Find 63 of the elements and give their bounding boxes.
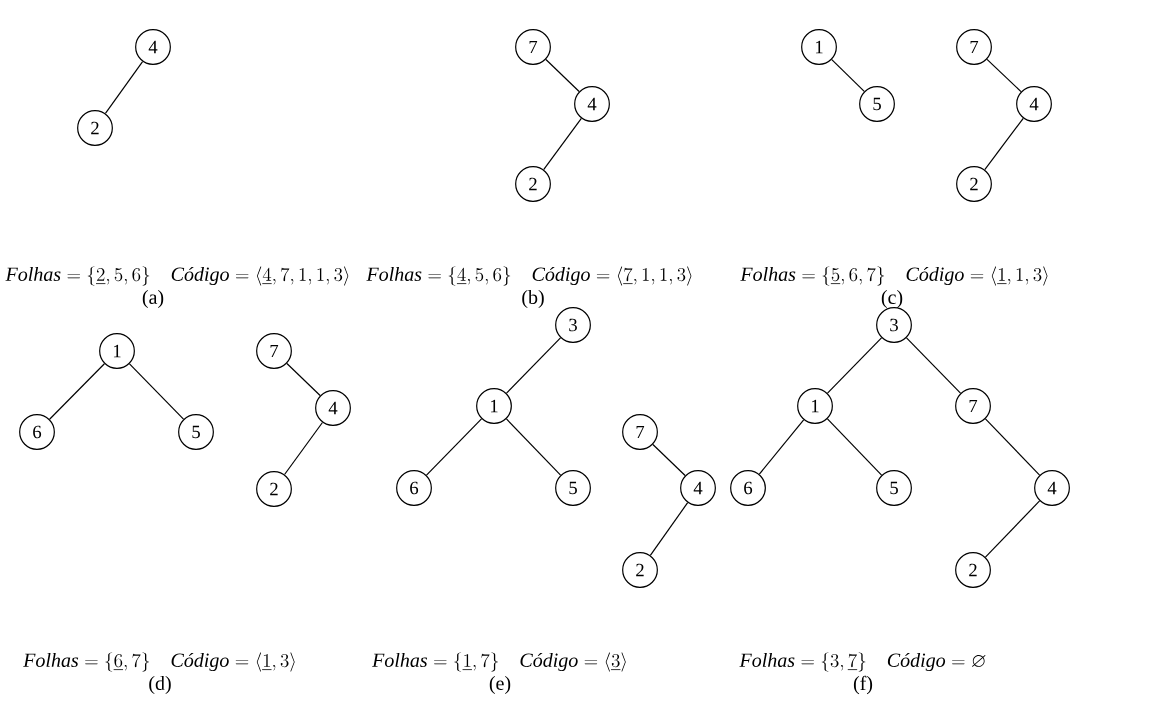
tree-node: 1	[797, 388, 833, 424]
tree-node: 1	[476, 388, 512, 424]
tree-node: 4	[315, 390, 351, 426]
tree-edge	[505, 418, 562, 476]
tree-node: 4	[135, 29, 171, 65]
tree-edge	[49, 363, 105, 420]
tree-node: 6	[19, 414, 55, 450]
tree-node: 5	[859, 86, 895, 122]
tree-edge	[984, 418, 1041, 476]
tree-node: 1	[99, 333, 135, 369]
tree-edge	[543, 117, 582, 171]
tree-node: 7	[622, 414, 658, 450]
tree-node: 5	[178, 414, 214, 450]
caption-formula: $\textit{Folhas} = \{3,\underline{7}\}\quad \textit{Código} = \varnothing$	[739, 652, 986, 672]
panel-label: (f)	[853, 675, 873, 695]
panel-label: (a)	[142, 289, 164, 309]
tree-node: 2	[77, 110, 113, 146]
tree-edge	[826, 337, 883, 394]
caption-formula: $\textit{Folhas} = \{\underline{6},7\}\quad \textit{Código} = \langle \underline{1},3\rangle$	[23, 652, 295, 672]
tree-node: 3	[555, 307, 591, 343]
panel-label: (e)	[489, 675, 511, 695]
tree-node: 7	[515, 29, 551, 65]
caption-formula: $\textit{Folhas} = \{\underline{5},6,7\}\quad \textit{Código} = \langle \underline{1},1,3\rangle$	[740, 266, 1048, 286]
tree-edge	[545, 58, 580, 93]
tree-node: 2	[622, 552, 658, 588]
tree-edge	[758, 419, 805, 475]
tree-edge	[984, 500, 1041, 558]
caption-formula: $\textit{Folhas} = \{\underline{2},5,6\}\quad \textit{Código} = \langle \underline{4},7,1,1,3\rangle$	[5, 266, 349, 286]
tree-node: 5	[876, 470, 912, 506]
tree-node: 2	[515, 166, 551, 202]
tree-edge	[286, 362, 321, 397]
tree-edge	[831, 58, 865, 93]
tree-edge	[283, 421, 324, 476]
tree-edge	[652, 443, 686, 477]
tree-node: 7	[256, 333, 292, 369]
panel-label: (d)	[149, 675, 171, 695]
tree-edge	[505, 337, 562, 394]
tree-node: 2	[256, 471, 292, 507]
tree-node: 7	[956, 29, 992, 65]
tree-edge	[128, 363, 185, 420]
caption-formula: $\textit{Folhas} = \{\underline{4},5,6\}\quad \textit{Código} = \langle \underline{7},1,1,3\rangle$	[366, 266, 692, 286]
tree-node: 2	[955, 552, 991, 588]
panel-label: (b)	[522, 289, 544, 309]
tree-node: 4	[574, 86, 610, 122]
tree-node: 6	[730, 470, 766, 506]
tree-edge	[649, 502, 689, 556]
tree-node: 4	[680, 470, 716, 506]
tree-node: 5	[555, 470, 591, 506]
tree-node: 6	[396, 470, 432, 506]
tree-node: 4	[1016, 86, 1052, 122]
caption-formula: $\textit{Folhas} = \{\underline{1},7\}\quad \textit{Código} = \langle \underline{3}\rangle$	[372, 652, 626, 672]
tree-node: 4	[1034, 470, 1070, 506]
tree-edge	[104, 61, 144, 114]
tree-edge	[425, 418, 483, 476]
tree-edge	[905, 337, 962, 394]
tree-node: 2	[956, 166, 992, 202]
tree-edge	[986, 58, 1022, 93]
tree-node: 7	[955, 388, 991, 424]
tree-node: 3	[876, 307, 912, 343]
tree-edge	[826, 418, 883, 476]
panel-label: (c)	[881, 289, 903, 309]
tree-edge	[984, 117, 1024, 171]
tree-node: 1	[801, 29, 837, 65]
